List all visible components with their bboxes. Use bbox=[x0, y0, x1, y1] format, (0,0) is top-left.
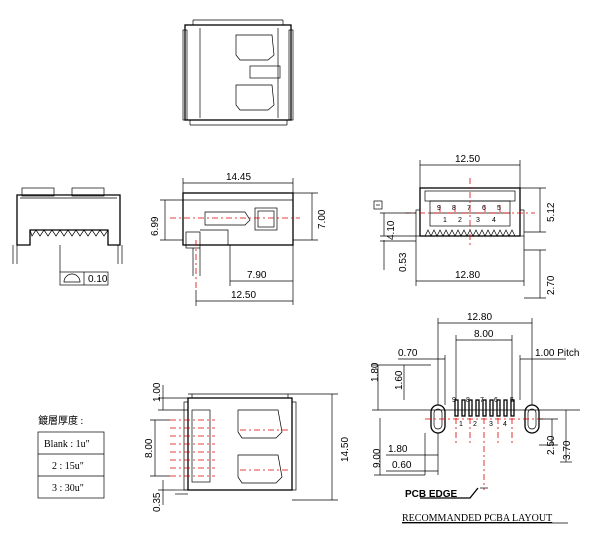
front-pin-1: 1 bbox=[443, 217, 447, 224]
pcb-width: 12.80 bbox=[467, 312, 492, 323]
pcb-caption: RECOMMANDED PCBA LAYOUT bbox=[402, 513, 552, 524]
front-pin-3: 3 bbox=[476, 217, 480, 224]
side-view-pin-offset: 7.90 bbox=[247, 270, 267, 281]
bottom-dim-middle: 8.00 bbox=[144, 438, 155, 458]
front-height-upper: 5.12 bbox=[546, 202, 557, 222]
bottom-view: 1.00 8.00 0.35 14.50 bbox=[144, 382, 351, 512]
front-dim-left-top: 4.10 bbox=[386, 220, 397, 240]
end-view: 0.10 bbox=[12, 187, 123, 286]
side-view-width: 14.45 bbox=[226, 172, 251, 183]
pcb-edge-label: PCB EDGE bbox=[405, 489, 458, 500]
plating-table: 鍍層厚度 : Blank : 1u" 2 : 15u" 3 : 30u" bbox=[37, 414, 105, 499]
pcb-pin-7: 7 bbox=[480, 397, 484, 404]
front-width-top: 12.50 bbox=[455, 154, 480, 165]
front-width-bottom: 12.80 bbox=[455, 270, 480, 281]
plating-row-1: Blank : 1u" bbox=[44, 439, 90, 450]
pcb-right-b: 3.70 bbox=[562, 440, 573, 460]
front-pin-5: 5 bbox=[497, 205, 501, 212]
front-pin-6: 6 bbox=[482, 205, 486, 212]
front-pin-8: 8 bbox=[452, 205, 456, 212]
plating-row-2: 2 : 15u" bbox=[52, 461, 84, 472]
pcb-pad-left: 0.70 bbox=[398, 348, 418, 359]
bottom-dim-top: 1.00 bbox=[152, 382, 163, 402]
pcb-pin-4: 4 bbox=[503, 421, 507, 428]
front-pin-9: 9 bbox=[437, 205, 441, 212]
side-view-height-right: 7.00 bbox=[317, 209, 328, 229]
front-view: 9 8 7 6 5 1 2 3 4 12.50 12.80 5.12 2.70 … bbox=[373, 154, 557, 299]
side-view-height-left: 6.99 bbox=[150, 216, 161, 236]
pcb-pin-9: 9 bbox=[452, 397, 456, 404]
pcb-dim-low-a: 1.80 bbox=[388, 444, 408, 455]
pcb-pin-5: 5 bbox=[510, 397, 514, 404]
pcb-v-inner: 1.60 bbox=[394, 370, 405, 390]
top-view bbox=[182, 19, 294, 126]
pcb-v-outer: 1.80 bbox=[370, 362, 381, 382]
front-dim-left-bottom: 0.53 bbox=[398, 252, 409, 272]
pcb-pin-2: 2 bbox=[473, 421, 477, 428]
front-pin-2: 2 bbox=[458, 217, 462, 224]
pcb-pin-8: 8 bbox=[466, 397, 470, 404]
pcb-dim-low-b: 0.60 bbox=[392, 460, 412, 471]
side-view-overall: 12.50 bbox=[231, 290, 256, 301]
pcb-pitch: 1.00 Pitch bbox=[535, 348, 579, 359]
plating-row-3: 3 : 30u" bbox=[52, 483, 84, 494]
pcb-inner: 8.00 bbox=[474, 329, 494, 340]
side-view: 14.45 6.99 7.00 7.90 12.50 bbox=[150, 172, 328, 306]
front-pin-4: 4 bbox=[492, 217, 496, 224]
pcb-pin-3: 3 bbox=[489, 421, 493, 428]
front-pin-7: 7 bbox=[467, 205, 471, 212]
pcb-layout: 9 8 7 6 5 1 2 3 4 12.80 8.00 0.70 1.00 P… bbox=[370, 312, 580, 524]
pcb-pin-6: 6 bbox=[494, 397, 498, 404]
end-view-tolerance: 0.10 bbox=[88, 274, 108, 285]
pcb-total-height: 9.00 bbox=[372, 448, 383, 468]
bottom-dim-bottom: 0.35 bbox=[152, 492, 163, 512]
plating-title: 鍍層厚度 : bbox=[38, 414, 83, 427]
front-height-lower: 2.70 bbox=[546, 275, 557, 295]
bottom-overall: 14.50 bbox=[340, 437, 351, 462]
pcb-pin-1: 1 bbox=[459, 421, 463, 428]
pcb-right-a: 2.50 bbox=[546, 435, 557, 455]
